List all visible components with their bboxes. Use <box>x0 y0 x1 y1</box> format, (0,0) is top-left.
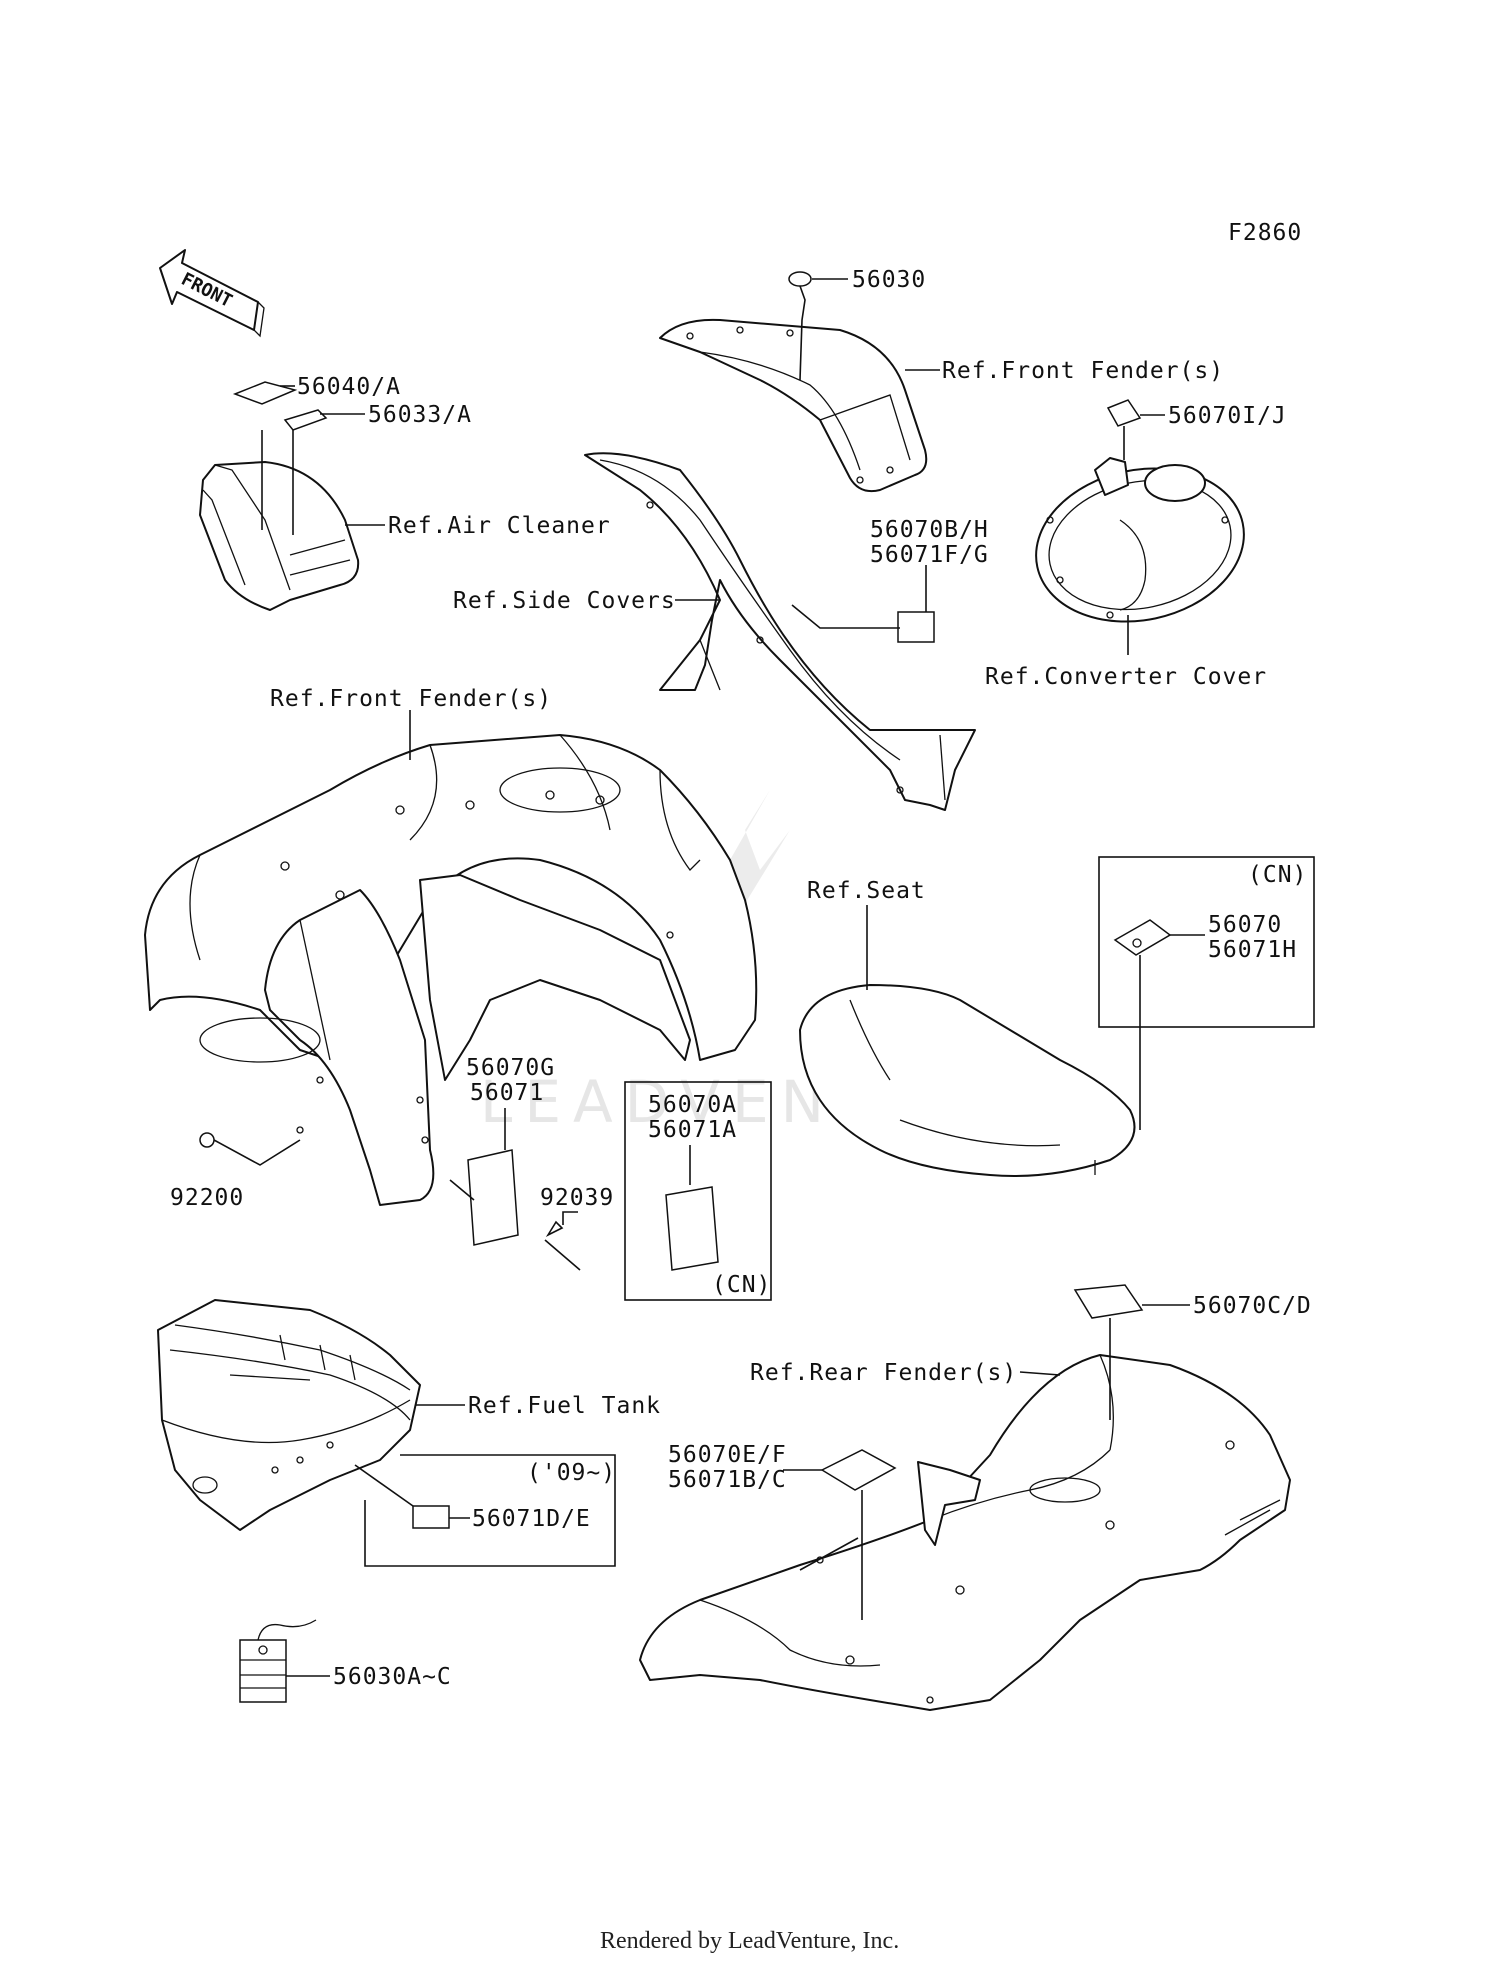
converter-cover-part <box>1035 457 1245 623</box>
label-ref-rear-fender: Ref.Rear Fender(s) <box>750 1360 1017 1386</box>
label-ref-seat: Ref.Seat <box>807 878 926 904</box>
label-92039: 92039 <box>540 1185 614 1211</box>
side-covers-part <box>584 452 976 811</box>
label-cn-bottom: (CN) <box>712 1272 771 1298</box>
decal-56040a <box>232 381 298 405</box>
decal-56071de <box>412 1505 450 1529</box>
front-arrow-icon: FRONT <box>159 249 265 338</box>
decal-56070 <box>1113 919 1172 956</box>
label-56071fg: 56071F/G <box>870 542 989 568</box>
decal-56070ef <box>820 1449 897 1491</box>
label-56070ef: 56070E/F <box>668 1442 787 1468</box>
label-ref-air-cleaner: Ref.Air Cleaner <box>388 513 611 539</box>
label-year-09: ('09~) <box>527 1460 616 1486</box>
seat-part <box>799 984 1136 1177</box>
part-92200-icon <box>199 1132 215 1148</box>
label-56070a: 56070A <box>648 1092 737 1118</box>
decal-56070ij <box>1106 399 1142 427</box>
figure-code: F2860 <box>1228 220 1302 246</box>
decal-56070bh <box>897 611 935 643</box>
label-56070g: 56070G <box>466 1055 555 1081</box>
cn-box-56070 <box>1098 856 1315 1028</box>
rear-fender-part <box>639 1354 1291 1711</box>
label-56071h: 56071H <box>1208 937 1297 963</box>
label-56040a: 56040/A <box>297 374 401 400</box>
decal-56070g <box>467 1149 519 1246</box>
label-ref-converter-cover: Ref.Converter Cover <box>985 664 1267 690</box>
decal-56030 <box>788 271 812 287</box>
label-ref-fuel-tank: Ref.Fuel Tank <box>468 1393 661 1419</box>
label-56070cd: 56070C/D <box>1193 1293 1312 1319</box>
front-fender-upper-part <box>659 318 928 493</box>
label-56071bc: 56071B/C <box>668 1467 787 1493</box>
year-box <box>364 1454 616 1567</box>
label-56070: 56070 <box>1208 912 1282 938</box>
label-56071a: 56071A <box>648 1117 737 1143</box>
decal-56033a <box>283 409 328 431</box>
label-92200: 92200 <box>170 1185 244 1211</box>
label-ref-side-covers: Ref.Side Covers <box>453 588 676 614</box>
footer-credit: Rendered by LeadVenture, Inc. <box>600 1928 899 1954</box>
decal-56070a <box>665 1186 719 1271</box>
label-56030ac: 56030A~C <box>333 1664 452 1690</box>
label-56070ij: 56070I/J <box>1168 403 1287 429</box>
fuel-tank-part <box>157 1299 421 1531</box>
decal-56070cd <box>1073 1284 1144 1319</box>
front-fender-main-part <box>144 734 758 1206</box>
cn-box-56070a <box>624 1081 772 1301</box>
tag-56030ac-icon <box>239 1619 317 1703</box>
label-56030: 56030 <box>852 267 926 293</box>
label-cn-top: (CN) <box>1248 862 1307 888</box>
label-56071: 56071 <box>470 1080 544 1106</box>
label-56071de: 56071D/E <box>472 1506 591 1532</box>
label-56033a: 56033/A <box>368 402 472 428</box>
label-ref-front-fender-top: Ref.Front Fender(s) <box>942 358 1224 384</box>
label-ref-front-fender-main: Ref.Front Fender(s) <box>270 686 552 712</box>
label-56070bh: 56070B/H <box>870 517 989 543</box>
air-cleaner-part <box>199 461 360 611</box>
